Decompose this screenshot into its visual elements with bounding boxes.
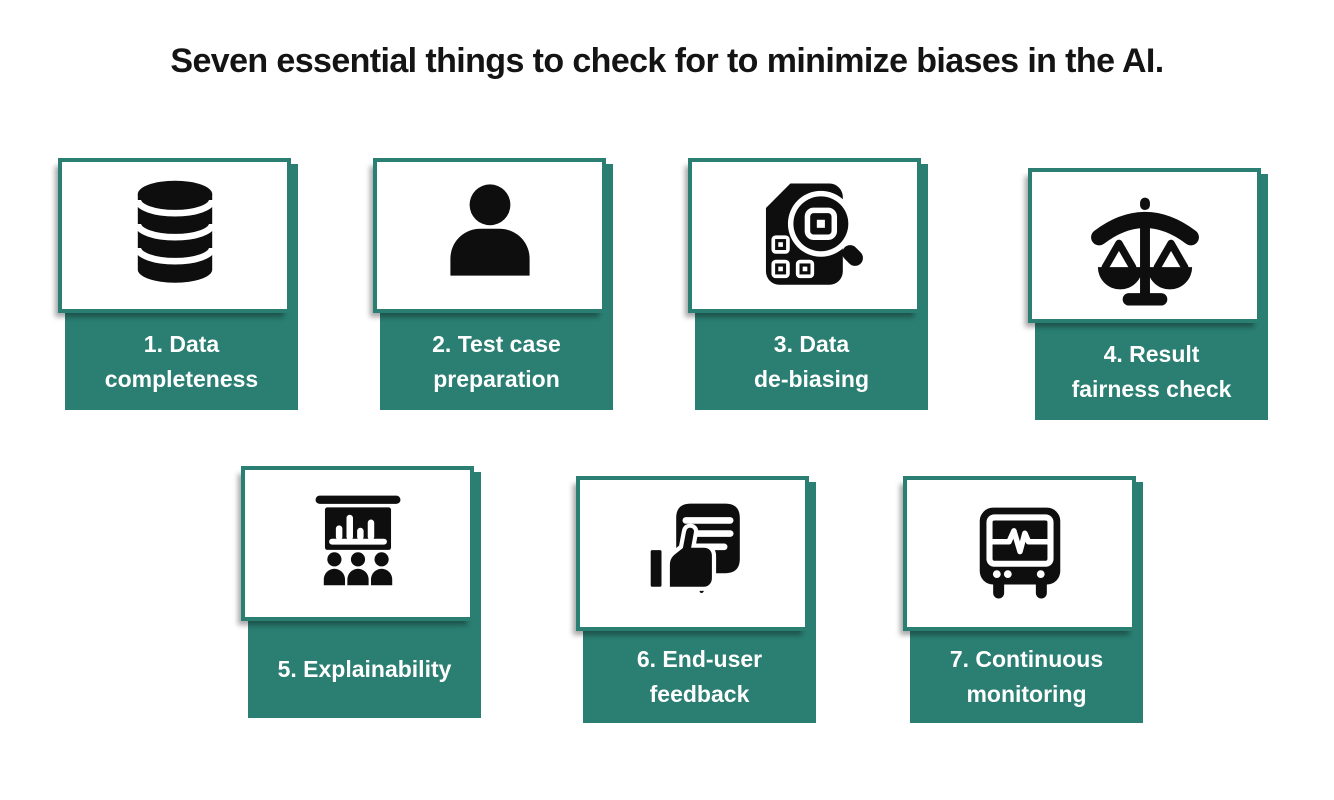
card-label-line: fairness check (1071, 375, 1232, 402)
card-icon-box (903, 476, 1136, 631)
card-icon-box (1028, 168, 1261, 323)
card-label-line: 6. End-user (636, 646, 763, 672)
card-label: 7. Continuous monitoring (910, 631, 1143, 723)
document-magnifier-icon (765, 183, 863, 285)
card-label-line: feedback (649, 681, 750, 707)
card-continuous-monitoring: 7. Continuous monitoring (903, 476, 1143, 723)
database-icon (134, 180, 215, 283)
card-icon-box (688, 158, 921, 313)
card-icon-box (576, 476, 809, 631)
monitor-waveform-icon (979, 507, 1060, 599)
card-label: 5. Explainability (248, 621, 481, 718)
card-data-de-biasing: 3. Data de-biasing (688, 158, 928, 410)
card-label: 1. Data completeness (65, 313, 298, 410)
balance-scale-icon (1090, 197, 1199, 306)
card-label-line: preparation (433, 365, 560, 392)
person-icon (449, 183, 530, 276)
card-label-line: monitoring (966, 681, 1087, 707)
page-title: Seven essential things to check for to m… (170, 42, 1164, 80)
card-label-line: 2. Test case (432, 330, 561, 357)
card-label: 4. Result fairness check (1035, 323, 1268, 420)
card-label-line: de-biasing (753, 365, 869, 392)
card-data-completeness: 1. Data completeness (58, 158, 298, 410)
card-label: 6. End-user feedback (583, 631, 816, 723)
presentation-chart-icon (315, 495, 400, 585)
card-label-line: 5. Explainability (277, 656, 452, 682)
card-label-line: 7. Continuous (949, 646, 1104, 672)
thumbs-up-feedback-icon (646, 503, 740, 593)
card-label-line: 1. Data (143, 330, 220, 357)
card-result-fairness-check: 4. Result fairness check (1028, 168, 1268, 420)
card-icon-box (373, 158, 606, 313)
card-label-line: 3. Data (773, 330, 850, 357)
card-test-case-preparation: 2. Test case preparation (373, 158, 613, 410)
card-label: 2. Test case preparation (380, 313, 613, 410)
card-end-user-feedback: 6. End-user feedback (576, 476, 816, 723)
card-icon-box (241, 466, 474, 621)
card-label: 3. Data de-biasing (695, 313, 928, 410)
card-label-line: completeness (104, 365, 259, 392)
card-icon-box (58, 158, 291, 313)
card-label-line: 4. Result (1103, 340, 1200, 367)
card-explainability: 5. Explainability (241, 466, 481, 718)
